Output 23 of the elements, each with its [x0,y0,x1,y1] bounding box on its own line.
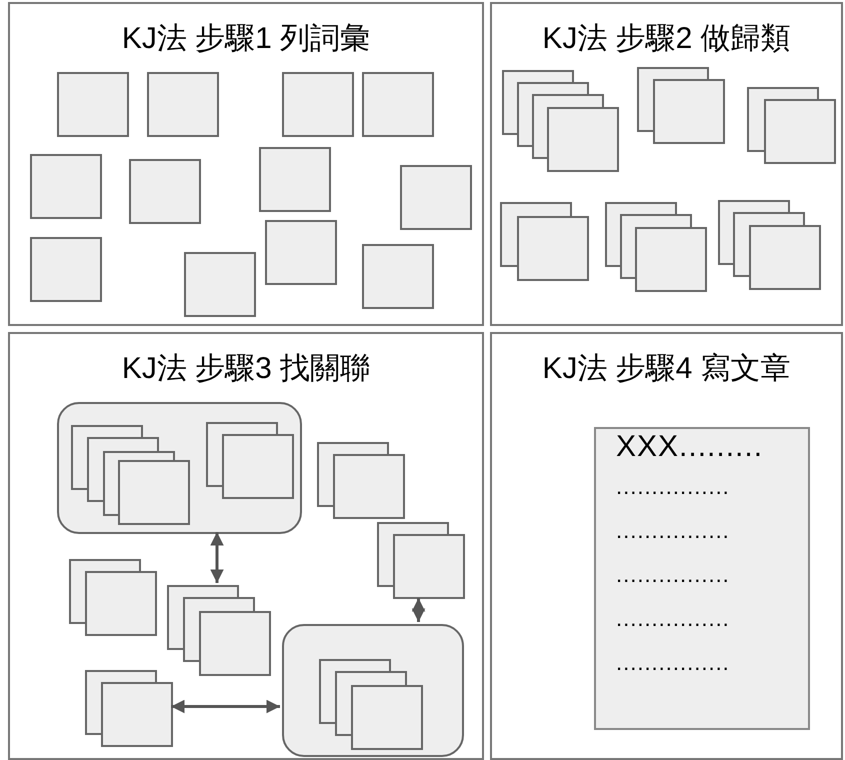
group-outline [57,402,302,534]
note-stack [377,522,465,600]
panel-title: KJ法 步驟3 找關聯 [120,351,372,387]
note-stack [85,670,173,747]
panel-title: KJ法 步驟1 列詞彙 [120,21,372,57]
double-arrow [171,700,280,714]
document-page [594,427,810,730]
text-line: ................ [616,473,731,501]
double-arrow [412,598,426,622]
panel-title: KJ法 步驟4 寫文章 [541,351,792,387]
text-line: ................ [616,605,731,633]
text-line: ................ [616,517,731,545]
panel-title: KJ法 步驟2 做歸類 [541,21,792,57]
panel [490,332,843,760]
panel [8,332,484,760]
group-outline [282,624,464,757]
panel [8,2,484,326]
text-line: ................ [616,561,731,589]
text-line: ................ [616,649,731,677]
panel [490,2,843,326]
double-arrow [210,532,224,583]
note-stack [167,585,271,677]
text-line: XXX......... [616,429,764,465]
